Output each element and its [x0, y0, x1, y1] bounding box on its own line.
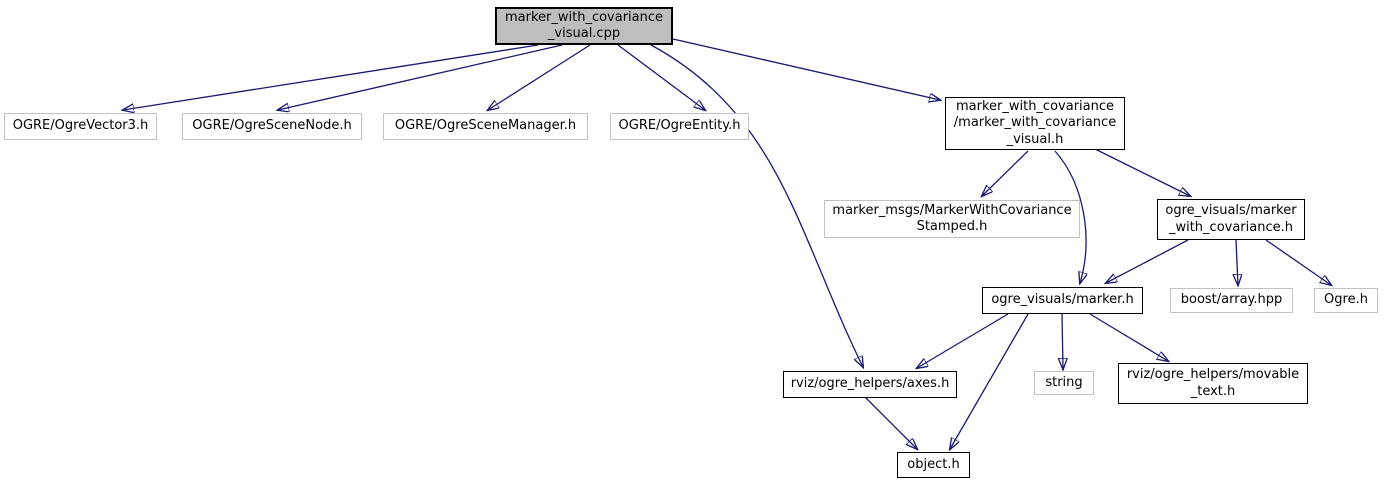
node-label: OGRE/OgreSceneManager.h [394, 118, 577, 134]
node-ogre-entity-h: OGRE/OgreEntity.h [610, 113, 749, 140]
edge-cpp-to-visual-h [672, 38, 940, 100]
edge-cpp-to-ogre-vector3 [123, 44, 539, 110]
node-label: marker_with_covariance /marker_with_cova… [953, 99, 1117, 147]
edge-visual-h-to-marker [1054, 150, 1086, 283]
node-label: ogre_visuals/marker _with_covariance.h [1165, 203, 1297, 235]
node-label: rviz/ogre_helpers/movable _text.h [1126, 367, 1300, 399]
edge-marker-to-string [1062, 313, 1063, 369]
node-ogre-scenenode-h: OGRE/OgreSceneNode.h [182, 113, 362, 140]
edge-visual-h-to-stamped [982, 150, 1029, 196]
node-label: string [1045, 374, 1083, 390]
node-ogre-visuals-marker-h[interactable]: ogre_visuals/marker.h [982, 287, 1143, 314]
node-boost-array-hpp: boost/array.hpp [1170, 288, 1293, 313]
node-ogre-h: Ogre.h [1314, 288, 1378, 313]
edge-marker-with-covariance-to-boost-array [1236, 239, 1238, 285]
node-label: marker_msgs/MarkerWithCovariance Stamped… [832, 202, 1072, 234]
edge-marker-to-axes [917, 313, 1009, 368]
node-label: rviz/ogre_helpers/axes.h [790, 376, 950, 392]
edge-marker-with-covariance-to-marker [1106, 239, 1189, 283]
edge-marker-to-object [950, 313, 1029, 449]
node-string: string [1034, 371, 1094, 395]
node-label: OGRE/OgreVector3.h [12, 118, 149, 134]
edge-cpp-to-ogre-scenemanager [488, 44, 591, 110]
node-marker-with-covariance-visual-cpp: marker_with_covariance _visual.cpp [495, 7, 673, 45]
edge-marker-with-covariance-to-ogre-h [1265, 239, 1331, 285]
node-rviz-ogre-helpers-axes-h[interactable]: rviz/ogre_helpers/axes.h [783, 371, 957, 398]
node-ogre-scenemanager-h: OGRE/OgreSceneManager.h [383, 113, 588, 140]
node-label: marker_with_covariance _visual.cpp [504, 9, 664, 41]
edge-visual-h-to-marker-with-covariance [1092, 147, 1190, 196]
edge-cpp-to-axes [650, 44, 863, 367]
node-marker-msgs-markerwithcovariancestamped-h: marker_msgs/MarkerWithCovariance Stamped… [824, 200, 1080, 238]
node-ogre-visuals-marker-with-covariance-h[interactable]: ogre_visuals/marker _with_covariance.h [1157, 199, 1305, 240]
node-label: boost/array.hpp [1180, 292, 1283, 308]
edge-cpp-to-ogre-scenenode [278, 44, 563, 110]
edge-marker-to-movable-text [1089, 313, 1168, 361]
node-rviz-ogre-helpers-movable-text-h[interactable]: rviz/ogre_helpers/movable _text.h [1118, 363, 1308, 404]
node-marker-with-covariance-visual-h[interactable]: marker_with_covariance /marker_with_cova… [945, 97, 1125, 150]
node-label: OGRE/OgreEntity.h [618, 118, 741, 134]
node-object-h[interactable]: object.h [897, 452, 970, 478]
edge-axes-to-object [865, 397, 917, 449]
node-label: object.h [907, 456, 960, 472]
node-label: ogre_visuals/marker.h [991, 292, 1134, 308]
edge-cpp-to-ogre-entity [617, 44, 705, 110]
node-label: OGRE/OgreSceneNode.h [192, 118, 352, 134]
node-label: Ogre.h [1324, 292, 1368, 308]
node-ogre-vector3-h: OGRE/OgreVector3.h [4, 113, 157, 140]
